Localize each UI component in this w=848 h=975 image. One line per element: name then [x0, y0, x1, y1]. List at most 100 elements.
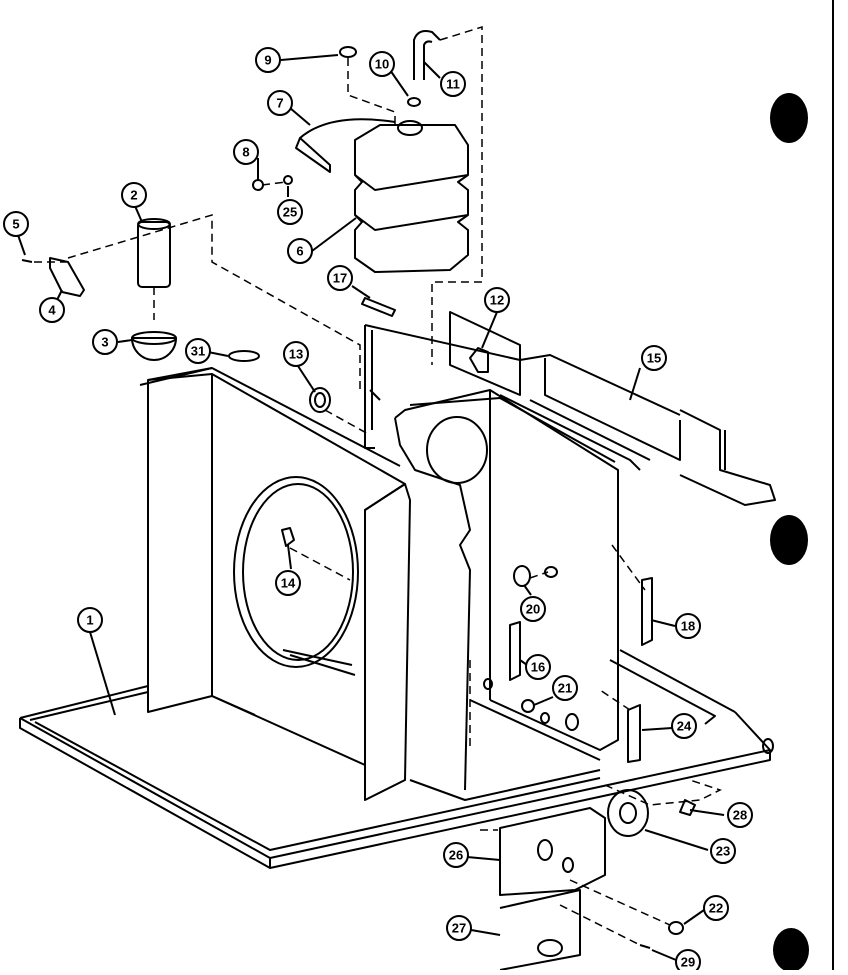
callout-14: 14: [275, 570, 301, 596]
callout-circle: [121, 182, 147, 208]
callout-9: 9: [255, 47, 281, 73]
callout-31: 31: [185, 338, 211, 364]
callout-circle: [283, 341, 309, 367]
callout-27: 27: [446, 915, 472, 941]
callout-22: 22: [703, 895, 729, 921]
callout-number: 7: [276, 96, 283, 111]
callout-number: 16: [531, 660, 545, 675]
callout-5: 5: [3, 211, 29, 237]
callout-number: 12: [490, 293, 504, 308]
callout-number: 6: [296, 244, 303, 259]
binder-hole: [770, 515, 808, 565]
callout-circle: [443, 842, 469, 868]
callout-number: 3: [101, 335, 108, 350]
callout-13: 13: [283, 341, 309, 367]
callout-number: 22: [709, 901, 723, 916]
callout-16: 16: [525, 654, 551, 680]
callout-number: 9: [264, 53, 271, 68]
callout-number: 4: [48, 303, 56, 318]
callout-circle: [525, 654, 551, 680]
callout-circle: [92, 329, 118, 355]
callout-number: 24: [677, 719, 692, 734]
callout-3: 3: [92, 329, 118, 355]
binder-hole: [770, 93, 808, 143]
callout-circle: [277, 199, 303, 225]
callout-11: 11: [440, 71, 466, 97]
callout-circle: [710, 838, 736, 864]
callout-circle: [77, 607, 103, 633]
left-housing-panel: [139, 367, 411, 801]
callout-23: 23: [710, 838, 736, 864]
callout-number: 18: [681, 619, 695, 634]
callout-circle: [671, 713, 697, 739]
callout-28: 28: [727, 802, 753, 828]
callout-circle: [727, 802, 753, 828]
callout-circle: [675, 613, 701, 639]
callout-21: 21: [552, 675, 578, 701]
callout-25: 25: [277, 199, 303, 225]
center-partition: [364, 324, 619, 801]
callout-number: 15: [647, 351, 661, 366]
base-pan: [19, 649, 774, 869]
callout-number: 29: [681, 955, 695, 970]
assembly-lines: [34, 25, 722, 946]
callout-circle: [552, 675, 578, 701]
callout-number: 10: [375, 57, 389, 72]
callout-circle: [255, 47, 281, 73]
callout-number: 20: [526, 602, 540, 617]
callout-circle: [275, 570, 301, 596]
callout-15: 15: [641, 345, 667, 371]
callout-10: 10: [369, 51, 395, 77]
callout-number: 31: [191, 344, 205, 359]
callout-26: 26: [443, 842, 469, 868]
callout-circle: [446, 915, 472, 941]
callout-8: 8: [233, 139, 259, 165]
callout-number: 13: [289, 347, 303, 362]
leader-lines: [17, 54, 725, 961]
callout-circle: [440, 71, 466, 97]
callout-number: 2: [130, 188, 137, 203]
callout-number: 26: [449, 848, 463, 863]
callout-circle: [267, 90, 293, 116]
water-tank: [295, 118, 469, 273]
callout-number: 17: [333, 271, 347, 286]
callout-circle: [233, 139, 259, 165]
drain-tube: [413, 30, 441, 80]
right-bracket-panel: [499, 807, 606, 971]
callout-1: 1: [77, 607, 103, 633]
callout-7: 7: [267, 90, 293, 116]
callout-number: 27: [452, 921, 466, 936]
callout-24: 24: [671, 713, 697, 739]
callout-number: 8: [242, 145, 249, 160]
callout-circle: [369, 51, 395, 77]
callout-29: 29: [675, 949, 701, 975]
callout-number: 5: [12, 217, 19, 232]
callout-circle: [641, 345, 667, 371]
callout-circle: [287, 238, 313, 264]
callout-number: 23: [716, 844, 730, 859]
small-parts: [228, 46, 696, 949]
callout-circle: [185, 338, 211, 364]
callout-number: 21: [558, 681, 572, 696]
callout-number: 14: [281, 576, 296, 591]
callout-20: 20: [520, 596, 546, 622]
callout-18: 18: [675, 613, 701, 639]
rear-channel: [449, 311, 776, 506]
callout-circle: [39, 297, 65, 323]
callout-2: 2: [121, 182, 147, 208]
callout-4: 4: [39, 297, 65, 323]
callout-circle: [520, 596, 546, 622]
callout-number: 25: [283, 205, 297, 220]
callout-circle: [3, 211, 29, 237]
callout-circle: [484, 287, 510, 313]
callout-circle: [327, 265, 353, 291]
callout-12: 12: [484, 287, 510, 313]
callout-circle: [703, 895, 729, 921]
callout-17: 17: [327, 265, 353, 291]
callout-number: 1: [86, 613, 93, 628]
binder-hole: [773, 928, 809, 972]
callout-number: 11: [446, 77, 460, 92]
